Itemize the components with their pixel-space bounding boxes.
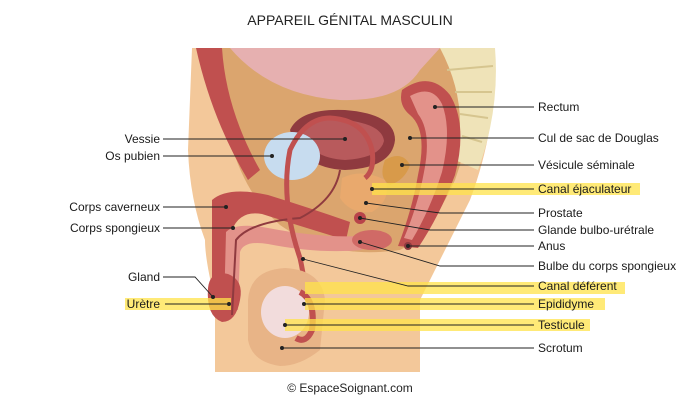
bulb-spongiosum xyxy=(352,230,392,250)
label-canal-deferent: Canal déférent xyxy=(538,279,617,293)
label-testicule: Testicule xyxy=(538,318,585,332)
highlight-canal-deferent xyxy=(305,282,625,294)
label-anus: Anus xyxy=(538,239,565,253)
abdominal-wall xyxy=(196,48,260,180)
rectum-inner xyxy=(404,91,447,240)
label-epididyme: Epididyme xyxy=(538,297,594,311)
label-vessie: Vessie xyxy=(125,132,161,146)
corpus-cavernosum xyxy=(212,191,350,300)
vas-deferens-tube xyxy=(284,115,376,259)
label-rectum: Rectum xyxy=(538,100,579,114)
anatomy-illustration xyxy=(188,48,496,372)
label-cul-de-sac: Cul de sac de Douglas xyxy=(538,131,659,145)
label-corps-spongieux: Corps spongieux xyxy=(70,221,160,235)
leader-lines xyxy=(163,105,534,350)
label-scrotum: Scrotum xyxy=(538,341,583,355)
right-labels: Rectum Cul de sac de Douglas Vésicule sé… xyxy=(538,100,676,355)
label-bulbe: Bulbe du corps spongieux xyxy=(538,259,676,273)
seminal-vesicle xyxy=(382,156,410,185)
label-prostate: Prostate xyxy=(538,206,583,220)
label-gland: Gland xyxy=(128,270,160,284)
label-uretre: Urètre xyxy=(127,297,161,311)
label-canal-ejaculateur: Canal éjaculateur xyxy=(538,182,631,196)
corpus-spongiosum xyxy=(224,225,362,310)
label-os-pubien: Os pubien xyxy=(105,149,160,163)
left-labels: Vessie Os pubien Corps caverneux Corps s… xyxy=(69,132,160,311)
urethra-line xyxy=(231,169,341,316)
diagram-title: APPAREIL GÉNITAL MASCULIN xyxy=(247,12,452,28)
label-glande-bulbo-uretrale: Glande bulbo-urétrale xyxy=(538,223,654,237)
label-corps-caverneux: Corps caverneux xyxy=(69,200,160,214)
sacrum xyxy=(440,48,496,170)
credit-text: © EspaceSoignant.com xyxy=(287,381,413,395)
label-vesicule-seminale: Vésicule séminale xyxy=(538,158,635,172)
peritoneum xyxy=(230,48,440,101)
pubic-bone xyxy=(264,132,320,180)
